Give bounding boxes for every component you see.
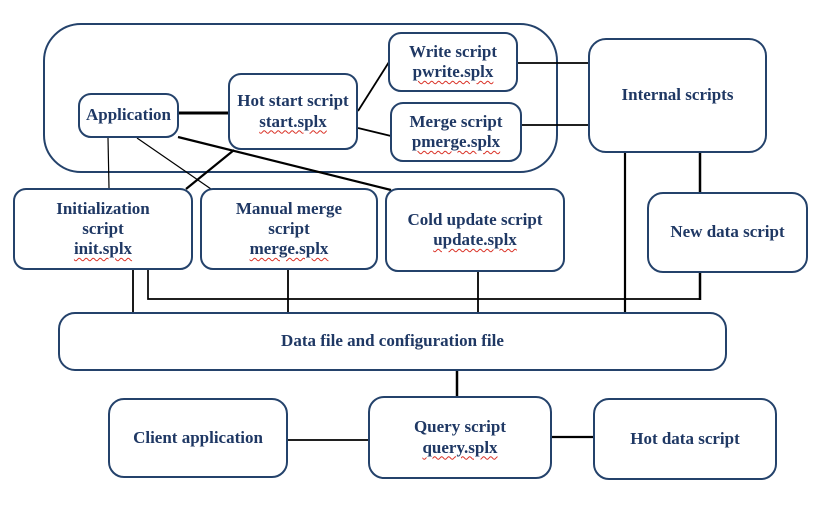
node-title: Hot start script xyxy=(237,91,349,111)
node-filename: init.splx xyxy=(73,239,133,259)
internal-group-frame xyxy=(43,23,558,173)
edge-application-coldupdate xyxy=(177,135,392,192)
node-initialization-script: Initialization script init.splx xyxy=(13,188,193,270)
node-filename: pmerge.splx xyxy=(411,132,501,151)
node-title: New data script xyxy=(670,222,785,242)
node-title: Initialization script xyxy=(56,198,150,238)
node-title: Hot data script xyxy=(630,428,740,448)
edge-init-newdata-bus xyxy=(147,270,701,300)
node-hot-start-script: Hot start script start.splx xyxy=(228,73,358,150)
edge-application-manualmerge xyxy=(136,137,212,190)
node-filename: query.splx xyxy=(422,437,498,457)
node-data-file: Data file and configuration file xyxy=(58,312,727,371)
node-filename: merge.splx xyxy=(249,239,329,259)
node-query-script: Query script query.splx xyxy=(368,396,552,479)
node-manual-merge-script: Manual merge script merge.splx xyxy=(200,188,378,270)
node-merge-script: Merge script pmerge.splx xyxy=(390,102,522,162)
node-cold-update-script: Cold update script update.splx xyxy=(385,188,565,272)
node-new-data-script: New data script xyxy=(647,192,808,273)
node-filename: pwrite.splx xyxy=(412,62,494,81)
node-title: Merge script xyxy=(409,111,503,131)
node-title: Query script xyxy=(413,417,507,437)
node-title: Write script xyxy=(409,41,497,61)
node-client-application: Client application xyxy=(108,398,288,478)
node-application: Application xyxy=(78,93,179,138)
node-title: Manual merge script xyxy=(235,198,343,238)
edge-hotstart-write xyxy=(357,61,390,112)
node-title: Application xyxy=(85,105,172,125)
node-internal-scripts: Internal scripts xyxy=(588,38,767,153)
node-filename: start.splx xyxy=(259,111,327,131)
node-title: Data file and configuration file xyxy=(281,331,504,351)
node-filename: update.splx xyxy=(433,230,517,249)
node-title: Client application xyxy=(133,427,263,447)
node-title: Internal scripts xyxy=(621,85,734,105)
edge-application-init xyxy=(107,137,110,189)
node-title: Cold update script xyxy=(407,209,543,229)
edge-hotstart-merge xyxy=(357,127,392,137)
node-hot-data-script: Hot data script xyxy=(593,398,777,480)
node-write-script: Write script pwrite.splx xyxy=(388,32,518,92)
edge-hotstart-init xyxy=(185,149,235,190)
